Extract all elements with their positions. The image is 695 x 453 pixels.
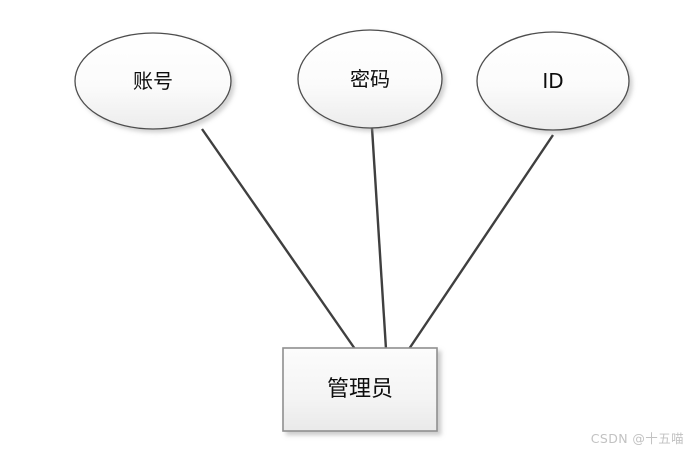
entity-group — [282, 347, 438, 432]
entity-rect-admin[interactable] — [282, 347, 438, 432]
connector-id-admin — [408, 134, 554, 350]
attribute-ellipse-password[interactable] — [297, 29, 443, 129]
connector-group — [201, 127, 554, 350]
attribute-ellipse-account[interactable] — [74, 32, 232, 130]
connector-password-admin — [370, 127, 388, 350]
attribute-ellipse-id[interactable] — [476, 31, 630, 131]
attribute-group — [74, 29, 630, 131]
connector-account-admin — [201, 128, 356, 350]
csdn-watermark: CSDN @十五喵 — [590, 431, 684, 446]
